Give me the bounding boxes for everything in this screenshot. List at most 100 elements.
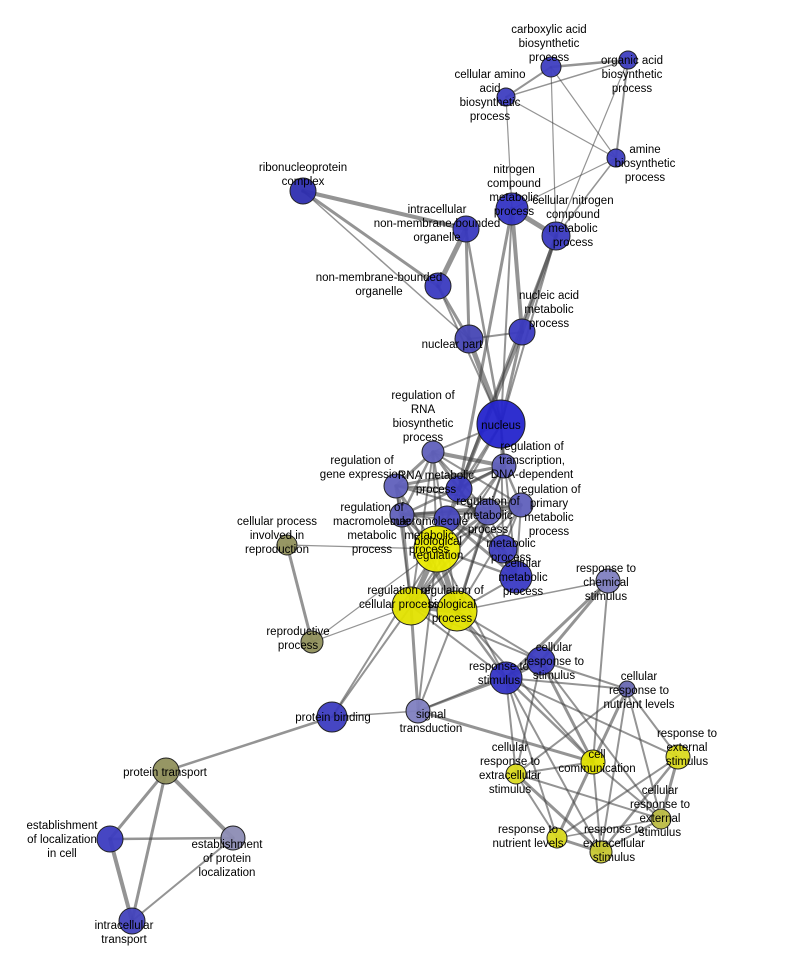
edge-n34-n39 <box>556 756 679 839</box>
edge-n05-n09 <box>301 189 440 288</box>
graph-node-n42[interactable]: establishment of protein localization <box>220 825 246 851</box>
graph-node-n39[interactable]: response to nutrient levels <box>546 827 568 849</box>
edge-n34-n40 <box>599 755 680 854</box>
graph-node-n37[interactable]: cellular response to external stimulus <box>650 808 672 830</box>
graph-node-n36[interactable]: cell communication <box>580 749 606 775</box>
graph-node-n35[interactable]: cellular response to extracellular stimu… <box>505 763 527 785</box>
edge-n29-n31 <box>540 660 628 690</box>
graph-node-n28[interactable]: response to chemical stimulus <box>595 568 621 594</box>
edge-n42-n43 <box>131 837 234 922</box>
graph-node-n10[interactable]: nucleic acid metabolic process <box>508 318 536 346</box>
graph-node-n30[interactable]: response to stimulus <box>489 661 523 695</box>
graph-node-n04[interactable]: amine biosynthetic process <box>606 148 626 168</box>
graph-node-n20[interactable]: regulation of metabolic process <box>474 498 502 526</box>
edge-n06-n16 <box>457 207 514 491</box>
graph-node-n01[interactable]: carboxylic acid biosynthetic process <box>540 56 562 78</box>
graph-node-n41[interactable]: establishment of localization in cell <box>96 825 124 853</box>
graph-node-n03[interactable]: cellular amino acid biosynthetic process <box>496 87 516 107</box>
graph-node-n26[interactable]: cellular process involved in reproductio… <box>276 534 298 556</box>
graph-node-n31[interactable]: cellular response to nutrient levels <box>618 680 636 698</box>
edge-n32-n38 <box>164 715 334 773</box>
graph-node-n12[interactable]: nucleus <box>476 399 526 449</box>
graph-node-n29[interactable]: cellular response to stimulus <box>526 646 556 676</box>
edge-n31-n40 <box>600 688 628 853</box>
edge-n31-n34 <box>626 688 679 758</box>
graph-node-n13[interactable]: regulation of RNA biosynthetic process <box>421 440 445 464</box>
edge-n38-n43 <box>130 769 168 923</box>
node-label-n32: protein binding <box>295 712 370 724</box>
edge-n01-n07 <box>550 66 557 237</box>
edge-n42-n41 <box>108 836 235 841</box>
edge-n08-n11 <box>464 227 471 341</box>
graph-node-n08[interactable]: intracellular non-membrane-bounded organ… <box>452 215 480 243</box>
graph-node-n05[interactable]: ribonucleoprotein complex <box>289 177 317 205</box>
edge-n29-n36 <box>539 659 595 764</box>
edge-n29-n37 <box>540 660 662 820</box>
graph-node-n43[interactable]: intracellular transport <box>118 907 146 935</box>
node-label-n12: nucleus <box>481 420 521 432</box>
graph-node-n23[interactable]: biological regulation <box>413 525 461 573</box>
graph-node-n15[interactable]: regulation of gene expression <box>383 473 409 499</box>
edge-n24-n32 <box>331 605 412 718</box>
edge-n30-n36 <box>504 676 595 764</box>
edge-n30-n40 <box>505 677 602 853</box>
graph-node-n14[interactable]: regulation of transcription, DNA-depende… <box>491 453 517 479</box>
graph-node-n24[interactable]: regulation of cellular process <box>391 586 431 626</box>
edge-n14-n15 <box>394 464 506 488</box>
edge-n29-n33 <box>417 660 542 712</box>
edge-n25-n28 <box>456 580 609 612</box>
graph-node-n07[interactable]: cellular nitrogen compound metabolic pro… <box>541 221 571 251</box>
graph-node-n33[interactable]: signal transduction <box>405 698 431 724</box>
graph-node-n11[interactable]: nuclear part <box>454 324 484 354</box>
edge-n41-n43 <box>108 837 134 923</box>
graph-node-n38[interactable]: protein transport <box>152 757 180 785</box>
edge-n35-n39 <box>515 773 558 839</box>
graph-node-n16[interactable]: RNA metabolic process <box>445 475 473 503</box>
edge-n01-n04 <box>550 66 617 159</box>
graph-node-n22[interactable]: cellular metabolic process <box>499 560 533 594</box>
edge-n01-n02 <box>549 58 630 69</box>
graph-node-n32[interactable]: protein binding <box>316 701 348 733</box>
graph-node-n17[interactable]: regulation of macromolecule metabolic pr… <box>389 502 415 528</box>
edge-n02-n04 <box>615 59 629 159</box>
graph-node-n27[interactable]: reproductive process <box>300 630 324 654</box>
edge-n23-n33 <box>417 548 438 712</box>
graph-node-n06[interactable]: nitrogen compound metabolic process <box>495 192 529 226</box>
graph-node-n02[interactable]: organic acid biosynthetic process <box>618 50 638 70</box>
graph-node-n19[interactable]: regulation of primary metabolic process <box>508 492 534 518</box>
edge-n30-n39 <box>505 677 558 839</box>
graph-node-n34[interactable]: response to external stimulus <box>665 744 691 770</box>
graph-node-n09[interactable]: non-membrane-bounded organelle <box>424 272 452 300</box>
edge-n03-n06 <box>505 96 513 210</box>
graph-node-n21[interactable]: metabolic process <box>488 534 518 564</box>
graph-node-n25[interactable]: regulation of biological process <box>436 590 478 632</box>
graph-node-n40[interactable]: response to extracellular stimulus <box>589 840 613 864</box>
edge-n24-n30 <box>410 605 507 679</box>
